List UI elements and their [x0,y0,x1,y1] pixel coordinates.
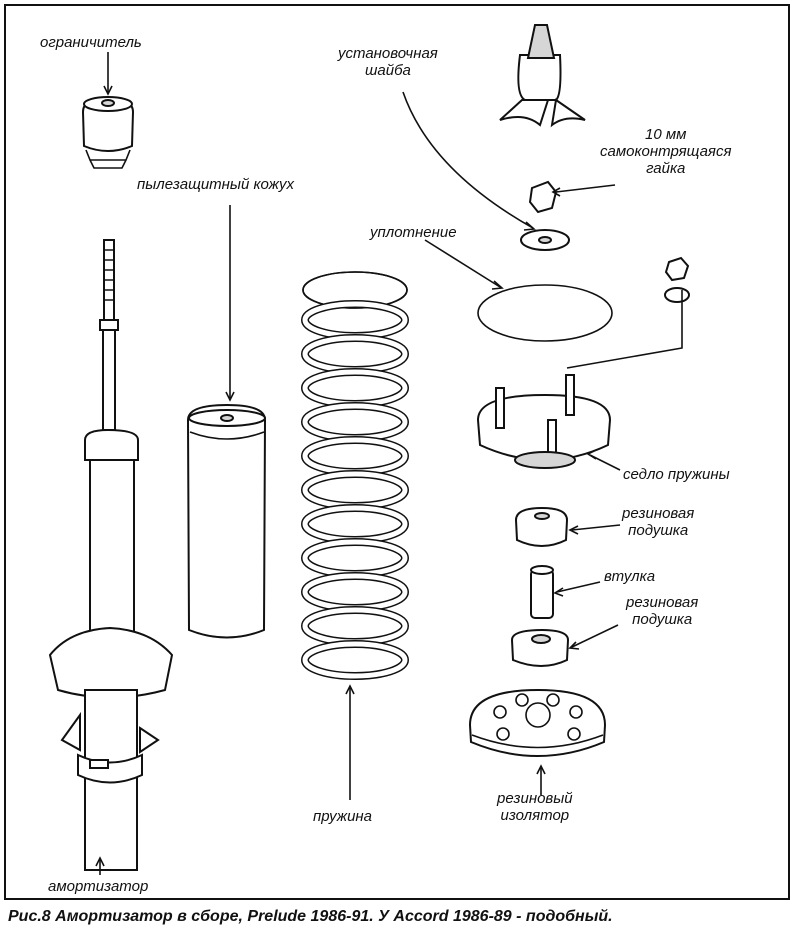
leader-lines [95,52,683,875]
spring-coil [302,539,408,577]
spring-coil [302,641,408,679]
label-shock-absorber: амортизатор [48,878,149,895]
spring-coil [302,437,408,475]
shock-absorber-part [48,239,174,871]
label-nut: 10 мм самоконтрящаяся гайка [600,126,732,177]
spring-coil [302,607,408,645]
bushing-part [530,565,554,619]
rubber-insulator-part [468,688,607,757]
dust-boot-part [186,403,267,639]
label-limiter: ограничитель [40,34,142,51]
label-dust-boot: пылезащитный кожух [137,176,295,193]
spring-coil [302,335,408,373]
label-washer: установочная шайба [338,45,438,79]
spring-coil [302,573,408,611]
label-spring: пружина [313,808,373,825]
spring-coil [302,471,408,509]
spring-coil [302,369,408,407]
rubber-cushion-2-part [510,628,570,667]
spring-coil [302,505,408,543]
spring-coil [302,403,408,441]
seal-ring [477,284,613,342]
figure-frame [4,4,790,900]
label-rubber-cushion-2: резиновая подушка [626,594,699,628]
label-bushing: втулка [604,568,656,585]
spring-coils [301,300,409,680]
small-nut-washer [664,256,690,303]
rubber-cushion-1-part [514,506,569,547]
spring-seat-part [476,374,612,469]
label-rubber-cushion-1: резиновая подушка [622,505,695,539]
top-mount-part [499,24,586,128]
label-spring-seat: седло пружины [623,466,730,483]
limiter-part [81,96,135,169]
nut-washer-parts [520,180,570,251]
figure-caption: Рис.8 Амортизатор в сборе, Prelude 1986-… [8,908,613,925]
label-rubber-insulator: резиновый изолятор [497,790,573,824]
label-seal: уплотнение [370,224,457,241]
